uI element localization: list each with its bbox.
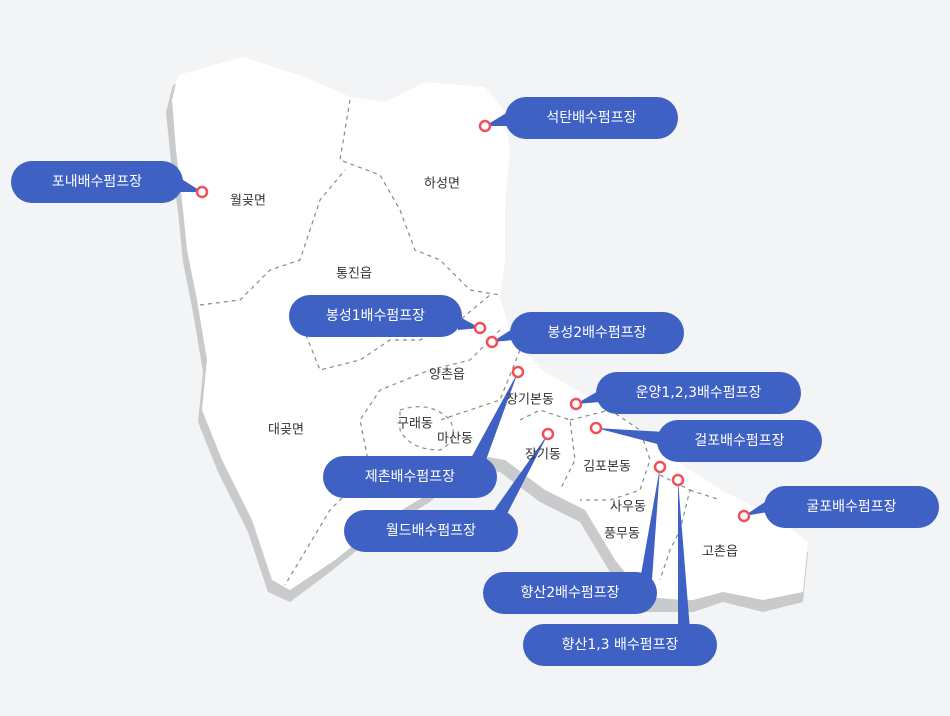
station-callout-gulpo[interactable]: 굴포배수펌프장	[764, 486, 939, 528]
area-label: 장기본동	[506, 392, 554, 408]
pin-hyangsan2	[653, 460, 667, 474]
station-callout-geolpo[interactable]: 걸포배수펌프장	[657, 420, 822, 462]
pin-unyang	[569, 397, 583, 411]
area-label: 사우동	[610, 499, 646, 515]
area-label: 마산동	[437, 431, 473, 447]
area-label: 하성면	[424, 176, 460, 192]
pin-jechon	[511, 365, 525, 379]
pin-bongseong1	[473, 321, 487, 335]
station-callout-ponae[interactable]: 포내배수펌프장	[11, 161, 183, 203]
pin-geolpo	[589, 421, 603, 435]
pump-station-pins	[195, 119, 751, 523]
pin-gulpo	[737, 509, 751, 523]
pin-seoktan	[478, 119, 492, 133]
callout-tails	[180, 112, 768, 630]
area-label: 양촌읍	[429, 367, 465, 383]
pin-world	[541, 427, 555, 441]
area-label: 김포본동	[583, 459, 631, 475]
pin-ponae	[195, 185, 209, 199]
station-callout-bongseong1[interactable]: 봉성1배수펌프장	[289, 295, 462, 337]
area-label: 통진읍	[336, 266, 372, 282]
area-label: 고촌읍	[702, 544, 738, 560]
area-label: 구래동	[397, 416, 433, 432]
area-label: 대곶면	[268, 422, 304, 438]
station-callout-unyang[interactable]: 운양1,2,3배수펌프장	[596, 372, 801, 414]
station-callout-jechon[interactable]: 제촌배수펌프장	[323, 456, 497, 498]
area-label: 월곶면	[230, 193, 266, 209]
station-callout-bongseong2[interactable]: 봉성2배수펌프장	[510, 312, 684, 354]
area-label: 장기동	[525, 447, 561, 463]
station-callout-hyangsan13[interactable]: 향산1,3 배수펌프장	[523, 624, 717, 666]
pin-hyangsan13	[671, 473, 685, 487]
station-callout-world[interactable]: 월드배수펌프장	[344, 510, 518, 552]
station-callout-hyangsan2[interactable]: 향산2배수펌프장	[483, 572, 657, 614]
pin-bongseong2	[485, 335, 499, 349]
station-callout-seoktan[interactable]: 석탄배수펌프장	[505, 97, 678, 139]
area-label: 풍무동	[604, 526, 640, 542]
